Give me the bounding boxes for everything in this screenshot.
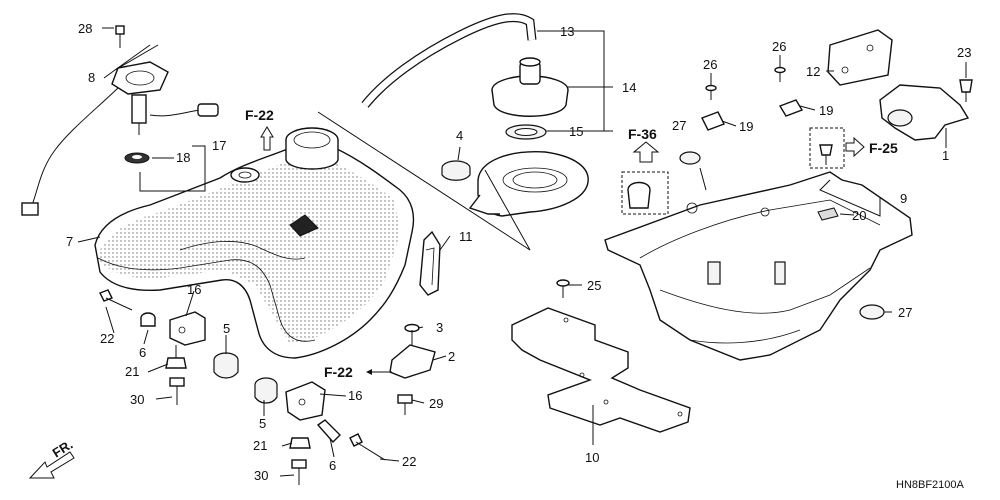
callout-5-bottom: 5 bbox=[259, 416, 266, 431]
left-mount-hardware bbox=[99, 289, 239, 405]
ref-f22-top: F-22 bbox=[245, 107, 274, 123]
callout-26-right: 26 bbox=[772, 39, 786, 54]
f36-ref-box bbox=[621, 171, 669, 215]
callout-26-left: 26 bbox=[703, 57, 717, 72]
bottom-mount-hardware bbox=[254, 377, 386, 485]
callout-15: 15 bbox=[569, 124, 583, 139]
callout-6-bottom: 6 bbox=[329, 458, 336, 473]
callout-21-left: 21 bbox=[125, 364, 139, 379]
callout-17: 17 bbox=[212, 138, 226, 153]
reference-labels: F-22 F-22 F-36 F-25 FR. HN8BF2100A bbox=[50, 107, 965, 491]
f25-ref-box bbox=[809, 127, 845, 169]
diagram-code: HN8BF2100A bbox=[896, 479, 965, 491]
callout-16-bottom: 16 bbox=[348, 388, 362, 403]
fuel-tank bbox=[94, 127, 415, 359]
fuel-cap-assembly bbox=[361, 13, 589, 217]
under-tray bbox=[604, 171, 913, 361]
callout-4: 4 bbox=[456, 128, 463, 143]
callout-29: 29 bbox=[429, 396, 443, 411]
right-brackets bbox=[819, 29, 973, 165]
callout-20: 20 bbox=[852, 208, 866, 223]
ref-f25: F-25 bbox=[869, 140, 898, 156]
callout-23: 23 bbox=[957, 45, 971, 60]
callout-27-bottom: 27 bbox=[898, 305, 912, 320]
callout-6-left: 6 bbox=[139, 345, 146, 360]
callout-16-left: 16 bbox=[187, 282, 201, 297]
skid-plate bbox=[511, 279, 691, 433]
callout-27-top: 27 bbox=[672, 118, 686, 133]
leader-lines bbox=[77, 27, 967, 477]
callout-14: 14 bbox=[622, 80, 636, 95]
callout-28: 28 bbox=[78, 21, 92, 36]
callout-9: 9 bbox=[900, 191, 907, 206]
callout-8: 8 bbox=[88, 70, 95, 85]
callout-7: 7 bbox=[66, 234, 73, 249]
callout-13: 13 bbox=[560, 24, 574, 39]
fuel-pump-assembly bbox=[21, 25, 219, 216]
hose-clip bbox=[419, 230, 441, 296]
ref-f36: F-36 bbox=[628, 126, 657, 142]
callout-18: 18 bbox=[176, 150, 190, 165]
callout-22-bottom: 22 bbox=[402, 454, 416, 469]
callout-22-left: 22 bbox=[100, 331, 114, 346]
callout-19-right: 19 bbox=[819, 103, 833, 118]
callout-19-left: 19 bbox=[739, 119, 753, 134]
bracket-assembly-2 bbox=[389, 323, 436, 415]
callout-3: 3 bbox=[436, 320, 443, 335]
callout-25: 25 bbox=[587, 278, 601, 293]
callout-30-bottom: 30 bbox=[254, 468, 268, 483]
callout-1: 1 bbox=[942, 148, 949, 163]
callout-labels: 28 8 18 17 7 22 6 21 30 16 5 5 21 30 6 2… bbox=[66, 21, 971, 483]
small-fasteners bbox=[627, 66, 885, 320]
callout-11: 11 bbox=[459, 229, 473, 244]
callout-5-left: 5 bbox=[223, 321, 230, 336]
callout-10: 10 bbox=[585, 450, 599, 465]
callout-21-bottom: 21 bbox=[253, 438, 267, 453]
callout-12: 12 bbox=[806, 64, 820, 79]
arrows bbox=[28, 126, 865, 479]
callout-30-left: 30 bbox=[130, 392, 144, 407]
callout-2: 2 bbox=[448, 349, 455, 364]
ref-f22-bottom: F-22 bbox=[324, 364, 353, 380]
